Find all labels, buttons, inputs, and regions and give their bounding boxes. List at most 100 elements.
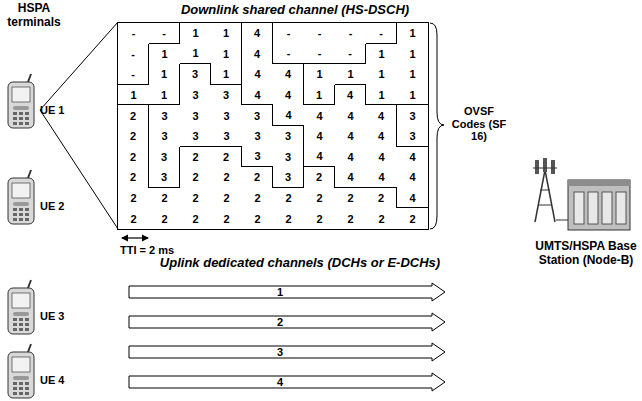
channel-number: 1 (277, 286, 283, 298)
channel-number: 4 (277, 376, 283, 388)
table-cell: 2 (180, 167, 211, 188)
table-cell: 4 (366, 167, 397, 188)
table-cell: 2 (149, 208, 180, 229)
channel-arrow: 4 (128, 372, 446, 392)
table-cell: 2 (118, 147, 149, 168)
arrow-shape (128, 282, 446, 302)
table-cell: 3 (149, 105, 180, 126)
table-cell: - (335, 44, 366, 65)
table-cell: 2 (180, 147, 211, 168)
table-cell: 2 (211, 147, 242, 168)
table-cell: 4 (335, 147, 366, 168)
table-cell: 3 (180, 126, 211, 147)
table-cell: 1 (149, 64, 180, 85)
arrow-shape (128, 312, 446, 332)
table-cell: 3 (273, 126, 304, 147)
table-cell: 2 (273, 188, 304, 209)
table-cell: 4 (397, 167, 428, 188)
table-cell: - (304, 23, 335, 44)
table-cell: 1 (366, 44, 397, 65)
table-cell: 2 (242, 188, 273, 209)
table-cell: 2 (118, 105, 149, 126)
table-cell: 2 (304, 188, 335, 209)
table-cell: 2 (242, 208, 273, 229)
table-cell: 4 (335, 167, 366, 188)
table-cell: 1 (118, 85, 149, 106)
table-cell: - (118, 44, 149, 65)
table-cell: 2 (118, 167, 149, 188)
table-cell: 1 (304, 85, 335, 106)
section-title: Downlink shared channel (HS-DSCH) (150, 3, 440, 18)
table-cell: 3 (273, 147, 304, 168)
section-title: Uplink dedicated channels (DCHs or E-DCH… (130, 256, 470, 271)
table-cell: 4 (242, 44, 273, 65)
table-cell: 4 (273, 85, 304, 106)
table-cell: 1 (366, 64, 397, 85)
tti-arrow (122, 237, 148, 238)
table-cell: 2 (118, 126, 149, 147)
table-cell: 3 (149, 167, 180, 188)
table-cell: 3 (180, 105, 211, 126)
table-cell: 2 (211, 208, 242, 229)
terminal-label: UE 2 (40, 200, 80, 213)
table-cell: 2 (211, 188, 242, 209)
terminal-label: UE 3 (40, 310, 80, 323)
table-cell: 4 (304, 126, 335, 147)
table-cell: 3 (211, 105, 242, 126)
channel-number: 3 (277, 346, 283, 358)
table-cell: 2 (180, 208, 211, 229)
table-cell: 3 (211, 126, 242, 147)
table-cell: 1 (180, 44, 211, 65)
table-cell: 1 (335, 64, 366, 85)
table-cell: 3 (242, 147, 273, 168)
phone-icon (8, 170, 34, 224)
table-cell: 2 (397, 208, 428, 229)
table-cell: 4 (242, 85, 273, 106)
table-cell: - (273, 44, 304, 65)
channel-number: 2 (277, 316, 283, 328)
table-cell: 3 (242, 126, 273, 147)
table-cell: 2 (366, 188, 397, 209)
table-cell: - (273, 23, 304, 44)
table-cell: 1 (149, 85, 180, 106)
table-cell: - (118, 23, 149, 44)
table-cell: 4 (304, 147, 335, 168)
table-cell: 2 (118, 208, 149, 229)
table-cell: 2 (304, 208, 335, 229)
channel-arrow: 3 (128, 342, 446, 362)
table-cell: 1 (304, 64, 335, 85)
table-cell: 2 (118, 188, 149, 209)
phone-icon (8, 280, 34, 334)
table-cell: 3 (273, 167, 304, 188)
arrow-shape (128, 372, 446, 392)
zoom-line (40, 22, 118, 110)
base-station-icon (533, 158, 630, 230)
channel-arrow: 2 (128, 312, 446, 332)
table-cell: 1 (180, 23, 211, 44)
table-cell: 4 (273, 105, 304, 126)
brace-label: OVSF Codes (SF 16) (446, 105, 512, 143)
table-cell: 3 (149, 147, 180, 168)
table-cell: - (118, 64, 149, 85)
table-cell: 1 (149, 44, 180, 65)
table-cell: 3 (211, 85, 242, 106)
table-cell: 4 (366, 126, 397, 147)
table-cell: - (335, 23, 366, 44)
channel-arrow: 1 (128, 282, 446, 302)
table-cell: 2 (335, 188, 366, 209)
terminal-label: UE 4 (40, 374, 80, 387)
table-cell: 4 (397, 188, 428, 209)
phone-icon (8, 344, 34, 398)
table-cell: 1 (397, 44, 428, 65)
table-cell: 1 (211, 44, 242, 65)
dimension-label: TTI = 2 ms (120, 244, 210, 257)
table-cell: 2 (366, 208, 397, 229)
table-cell: 3 (180, 85, 211, 106)
station-label: UMTS/HSPA Base Station (Node-B) (534, 240, 638, 268)
table-cell: 4 (397, 147, 428, 168)
zoom-line (40, 110, 118, 229)
arrow-shape (128, 342, 446, 362)
table-cell: 4 (366, 105, 397, 126)
table-cell: - (149, 23, 180, 44)
table-cell: 1 (397, 85, 428, 106)
